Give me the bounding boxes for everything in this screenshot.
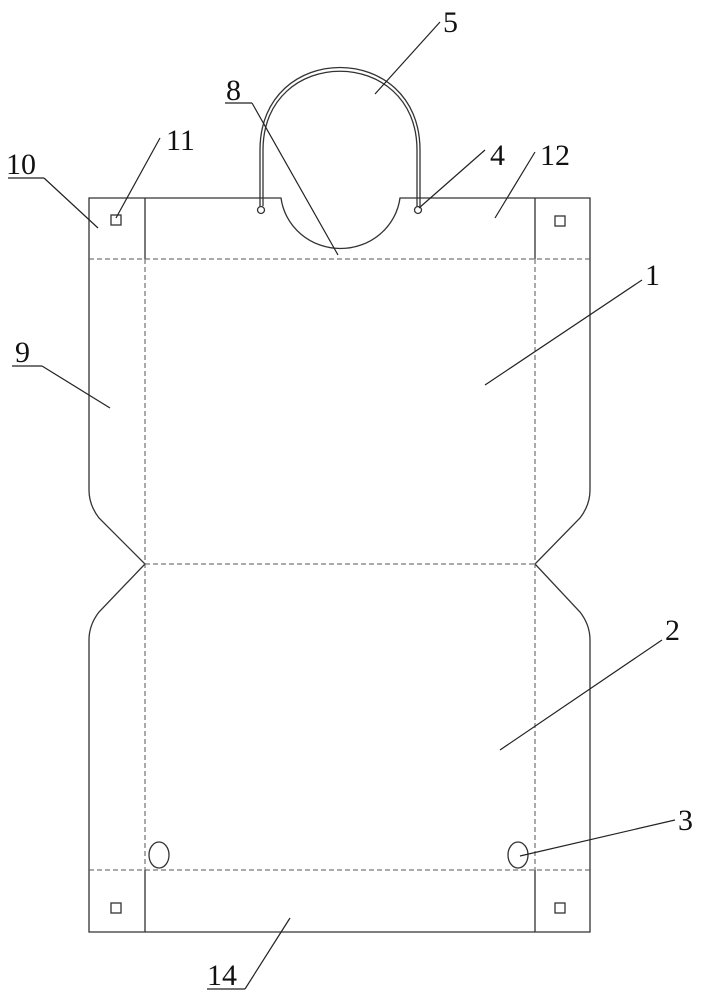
label-5: 5 xyxy=(443,6,458,39)
square-hole xyxy=(554,215,566,227)
bag-outline xyxy=(88,197,591,933)
label-1: 1 xyxy=(645,259,660,292)
label-12: 12 xyxy=(540,139,570,172)
label-2: 2 xyxy=(665,614,680,647)
leader-10b xyxy=(43,177,99,229)
leader-2 xyxy=(499,639,663,751)
label-11: 11 xyxy=(166,124,195,157)
bottom-hole-left xyxy=(148,841,170,869)
handle-inner xyxy=(262,70,418,206)
handle-hole-right xyxy=(413,205,423,215)
leader-5 xyxy=(374,21,441,95)
label-4: 4 xyxy=(490,139,505,172)
square-hole xyxy=(554,902,566,914)
square-hole xyxy=(110,902,122,914)
label-3: 3 xyxy=(678,804,693,837)
leader-8b xyxy=(251,102,339,256)
leader-1 xyxy=(484,279,643,386)
leader-12 xyxy=(494,151,536,219)
leader-4 xyxy=(418,149,486,209)
label-8: 8 xyxy=(226,74,241,107)
leader-9b xyxy=(41,365,111,409)
leader-11 xyxy=(115,137,161,219)
label-10: 10 xyxy=(6,148,36,181)
label-14: 14 xyxy=(207,959,237,992)
leader-3 xyxy=(519,819,676,857)
label-9: 9 xyxy=(15,336,30,369)
handle xyxy=(259,66,421,206)
square-hole xyxy=(110,214,122,226)
leader-14b xyxy=(244,917,291,990)
bottom-hole-right xyxy=(507,841,529,869)
handle-hole-left xyxy=(256,205,266,215)
